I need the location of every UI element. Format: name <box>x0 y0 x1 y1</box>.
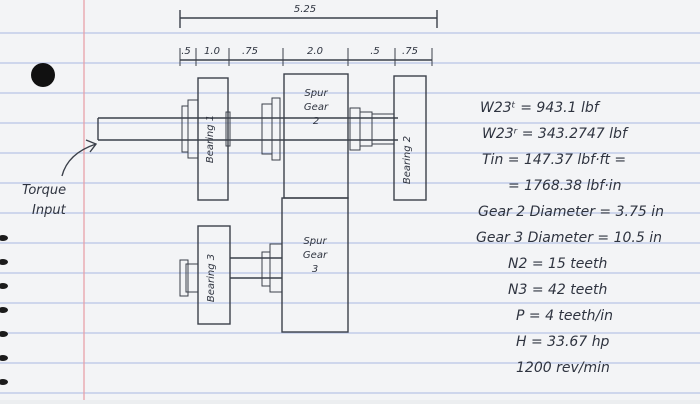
torque-input-arrow <box>61 139 98 177</box>
bearing-1-label: Bearing 1 <box>205 115 216 163</box>
note-w23-radial: W23ʳ = 343.2747 lbf <box>482 126 629 142</box>
note-torque-in-inch: = 1768.38 lbf·in <box>508 178 621 194</box>
note-gear2-diameter: Gear 2 Diameter = 3.75 in <box>478 204 664 220</box>
spur-gear-3-label-3: 3 <box>312 264 318 275</box>
note-power: H = 33.67 hp <box>516 334 610 350</box>
dimension-segment-4: 2.0 <box>307 46 323 57</box>
binder-hole <box>31 63 55 87</box>
bearing-3 <box>197 225 231 325</box>
spur-gear-3 <box>281 197 349 333</box>
note-n2: N2 = 15 teeth <box>508 256 607 272</box>
overall-dimension-line <box>179 10 438 28</box>
spur-gear-2-label-1: Spur <box>304 88 328 99</box>
bearing-1 <box>197 77 229 201</box>
dimension-segment-3: .75 <box>242 46 258 57</box>
dimension-segment-5: .5 <box>370 46 380 57</box>
torque-input-label-1: Torque <box>22 183 66 198</box>
ruled-lines <box>0 32 700 394</box>
dimension-segment-6: .75 <box>402 46 418 57</box>
spiral-marks <box>0 235 8 385</box>
overall-dimension: 5.25 <box>294 4 316 15</box>
note-pitch: P = 4 teeth/in <box>516 308 613 324</box>
note-gear3-diameter: Gear 3 Diameter = 10.5 in <box>476 230 662 246</box>
note-n3: N3 = 42 teeth <box>508 282 607 298</box>
spur-gear-2-label-3: 2 <box>313 116 319 127</box>
bearing-2-label: Bearing 2 <box>402 136 413 184</box>
note-speed: 1200 rev/min <box>516 360 610 376</box>
note-torque-in: Tin = 147.37 lbf·ft = <box>482 152 626 168</box>
note-w23-tangential: W23ᵗ = 943.1 lbf <box>480 100 601 116</box>
dimension-segment-2: 1.0 <box>204 46 220 57</box>
bearing-3-label: Bearing 3 <box>206 254 217 302</box>
torque-input-label-2: Input <box>32 203 67 218</box>
spur-gear-3-label-1: Spur <box>303 236 327 247</box>
segment-dimension-line <box>179 48 433 66</box>
dimension-segment-1: .5 <box>181 46 191 57</box>
spur-gear-3-label-2: Gear <box>303 250 328 261</box>
spur-gear-2-label-2: Gear <box>304 102 329 113</box>
bearing-2 <box>393 75 427 201</box>
